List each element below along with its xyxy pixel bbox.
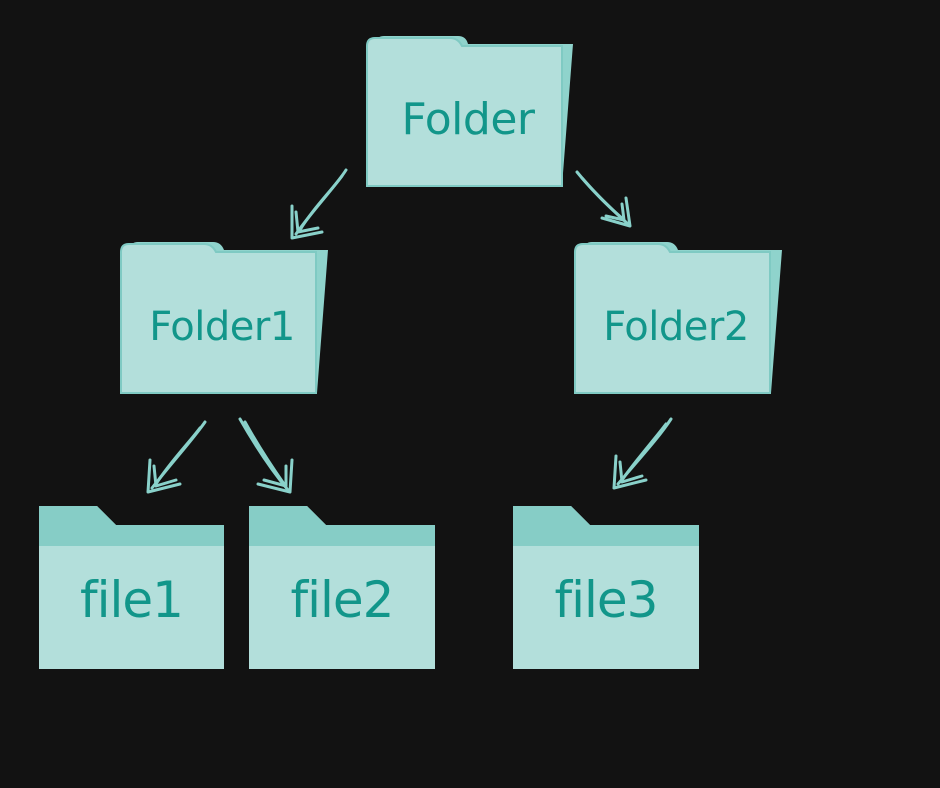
root-folder-icon	[366, 36, 573, 187]
arrow-folder2-to-file3	[612, 417, 673, 490]
arrow-root-to-folder2	[575, 170, 632, 228]
arrow-folder1-to-file2	[238, 417, 294, 494]
folder1-label: Folder1	[149, 304, 295, 350]
arrow-folder1-to-file1	[146, 420, 207, 494]
folder2-label: Folder2	[603, 304, 749, 350]
file2-folder-icon	[249, 506, 435, 669]
arrow-root-to-folder1	[290, 168, 348, 240]
file1-folder-icon	[39, 506, 224, 669]
file3-folder-icon	[513, 506, 699, 669]
folder2-folder-icon	[574, 242, 782, 394]
file1-label: file1	[80, 571, 184, 629]
folder1-folder-icon	[120, 242, 328, 394]
file2-label: file2	[290, 571, 395, 629]
file3-label: file3	[554, 571, 659, 629]
root-folder-label: Folder	[401, 93, 535, 145]
